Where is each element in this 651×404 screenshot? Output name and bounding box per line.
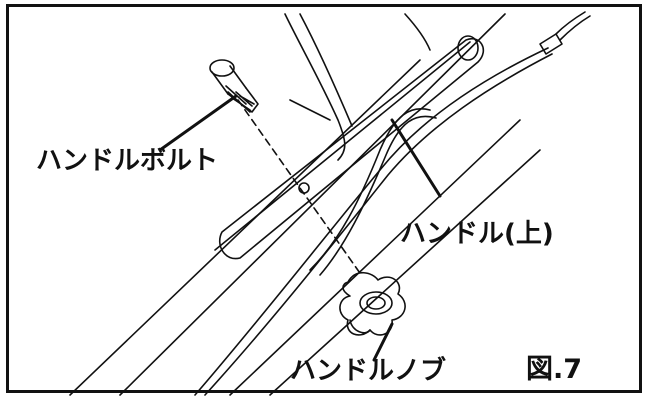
handle-upper-label: ハンドル(上) bbox=[400, 219, 554, 249]
cable-2 bbox=[204, 53, 553, 396]
cable-end-fitting bbox=[539, 33, 563, 55]
housing-outline-inner bbox=[299, 13, 353, 127]
leader-upper bbox=[390, 118, 442, 198]
cable-end-tip bbox=[555, 11, 591, 41]
cable-3 bbox=[309, 108, 431, 271]
handle-lower-edge-2 bbox=[229, 119, 521, 396]
housing-top-right bbox=[404, 13, 431, 51]
handle-end-cap bbox=[457, 35, 479, 61]
cable-1 bbox=[194, 47, 549, 396]
leader-bolt bbox=[158, 94, 238, 152]
handle-lower-edge-1 bbox=[69, 59, 421, 396]
housing-box-edge bbox=[289, 99, 331, 121]
assembly-axis bbox=[237, 99, 363, 277]
handle-knob-icon bbox=[339, 271, 406, 336]
cable-4 bbox=[319, 115, 437, 276]
housing-outline-outer bbox=[284, 13, 346, 161]
figure-number: 図.7 bbox=[526, 354, 583, 385]
figure-border bbox=[6, 4, 642, 393]
handle-lower-edge-3 bbox=[269, 149, 541, 396]
handle-knob-label: ハンドルノブ bbox=[290, 356, 447, 386]
leader-knob bbox=[372, 322, 394, 362]
handle-bolt-label: ハンドルボルト bbox=[36, 146, 219, 176]
handle-tube-top-edge bbox=[119, 13, 506, 396]
